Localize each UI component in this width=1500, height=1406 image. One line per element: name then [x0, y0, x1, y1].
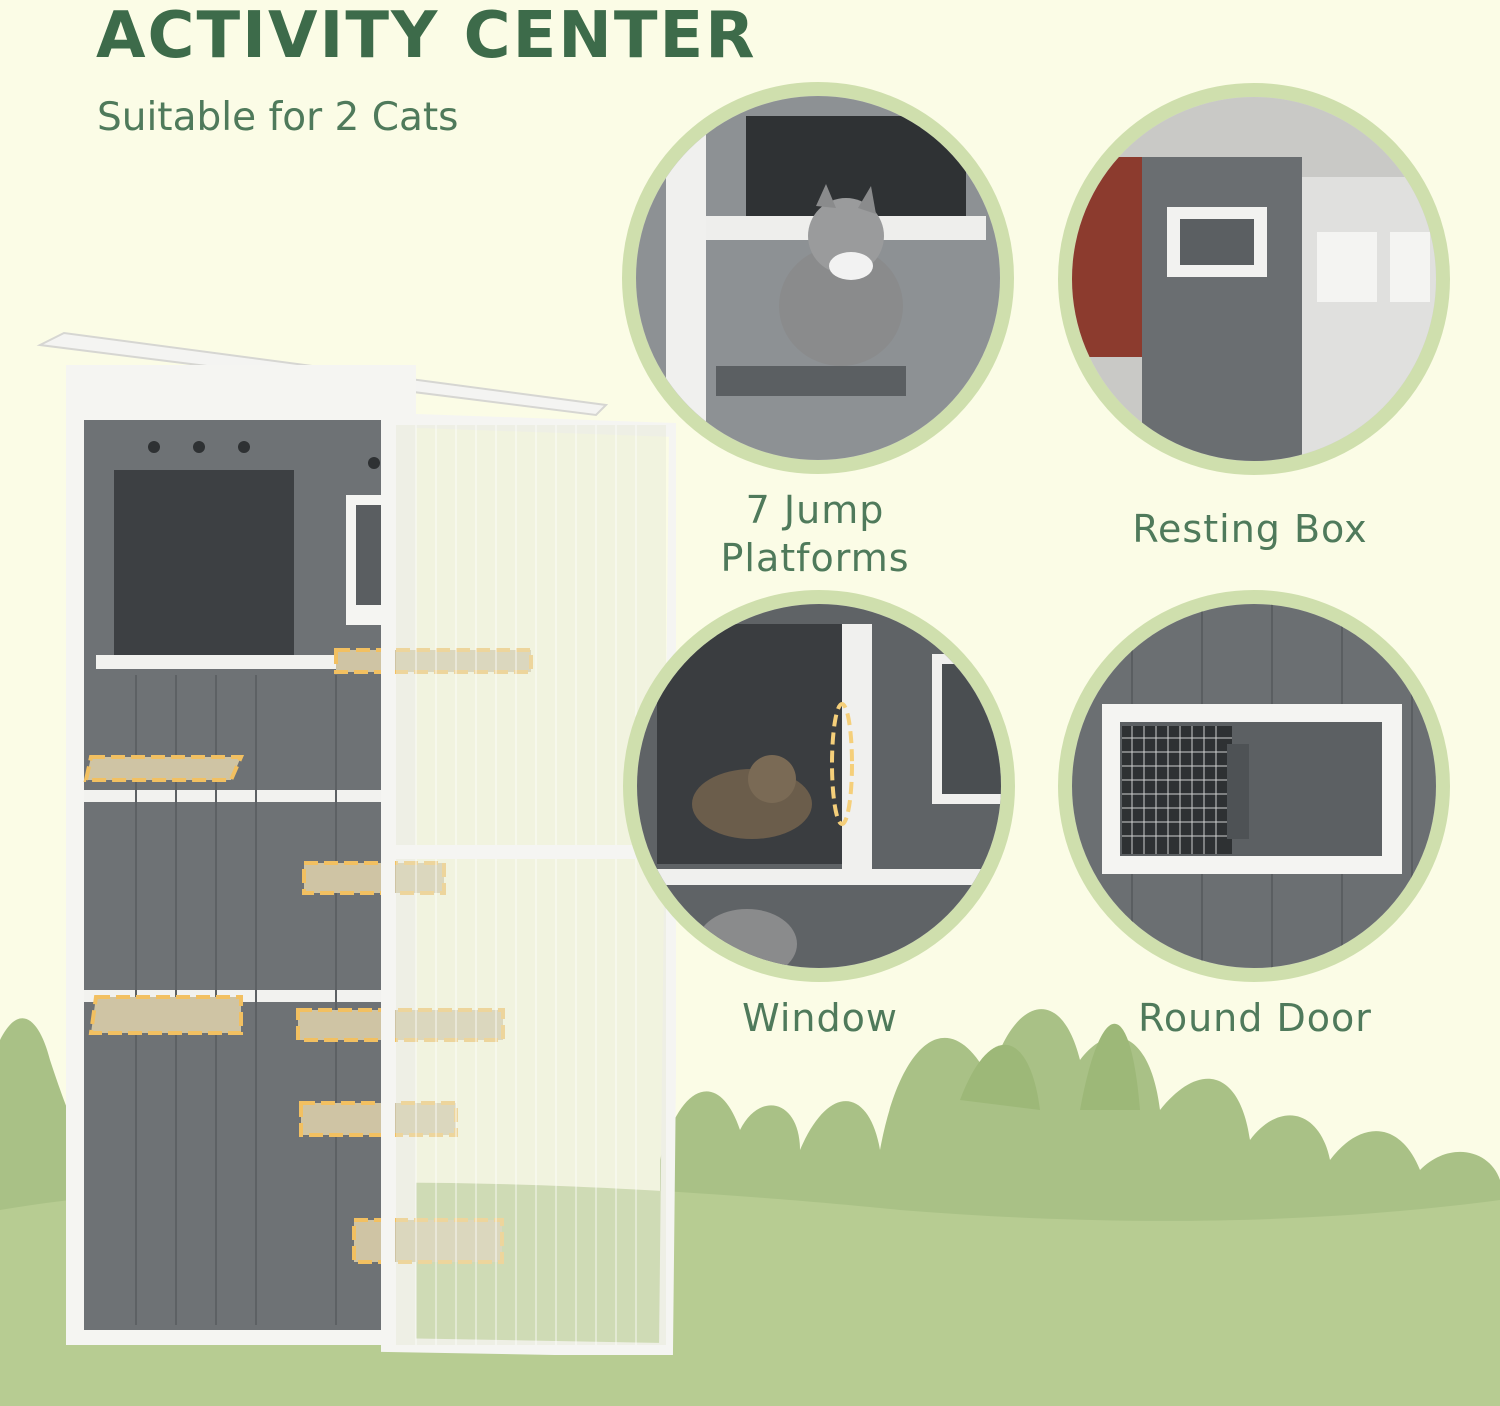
- caption-round-door: Round Door: [1138, 996, 1372, 1040]
- caption-window: Window: [742, 996, 898, 1040]
- round-door-photo-icon: [1072, 604, 1436, 968]
- cat-on-platform-photo-icon: [636, 96, 1000, 460]
- feature-photo-round-door: [1058, 590, 1450, 982]
- caption-jump-platforms-line2: Platforms: [720, 536, 910, 580]
- feature-photo-resting-box: [1058, 83, 1450, 475]
- catio-product-image: [36, 331, 676, 1355]
- page-subtitle: Suitable for 2 Cats: [97, 95, 459, 140]
- caption-resting-box: Resting Box: [1132, 507, 1368, 551]
- caption-jump-platforms: 7 Jump Platforms: [690, 486, 940, 582]
- resting-box-photo-icon: [1072, 97, 1436, 461]
- caption-jump-platforms-line1: 7 Jump: [745, 488, 885, 532]
- feature-photo-window: [623, 590, 1015, 982]
- page-title: ACTIVITY CENTER: [96, 0, 757, 73]
- cat-window-photo-icon: [637, 604, 1001, 968]
- feature-photo-platforms: [622, 82, 1014, 474]
